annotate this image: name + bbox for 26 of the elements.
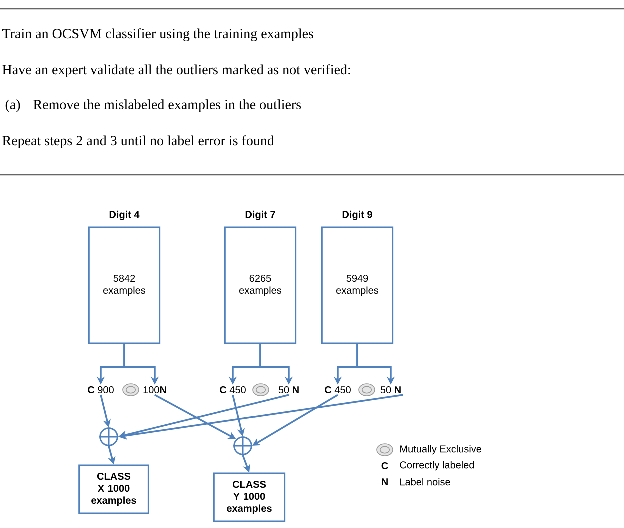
count-label: 100N: [144, 386, 166, 394]
sum-symbol: [232, 436, 254, 456]
count-label: C 450: [325, 386, 351, 394]
step-text: (a): [6, 100, 20, 112]
digit-box: Digit 9 5949 examples: [321, 210, 394, 344]
class-box: CLASS Y 1000 examples: [213, 472, 286, 522]
legend-letter: N: [382, 478, 388, 486]
legend-text: Mutually Exclusive: [400, 445, 482, 455]
sum-symbol: [98, 426, 120, 448]
count-label: 50 N: [278, 386, 299, 394]
step-text: Have an expert validate all the outliers marked as not verified:: [2, 64, 350, 78]
legend-text: Label noise: [400, 478, 450, 486]
node-label: Digit 9: [342, 210, 372, 220]
step-text: Repeat steps 2 and 3 until no label error is found: [2, 136, 274, 148]
legend-text: Correctly labeled: [400, 461, 474, 471]
legend-letter: C: [382, 462, 388, 470]
step-text: Train an OCSVM classifier using the training examples: [2, 28, 314, 42]
count-label: 50 N: [380, 386, 401, 394]
class-box: CLASS X 1000 examples: [78, 464, 150, 514]
count-label: C 900: [88, 386, 114, 394]
digit-box: Digit 7 6265 examples: [224, 210, 297, 344]
node-label: Digit 4: [110, 210, 140, 220]
step-text: Remove the mislabeled examples in the outliers: [34, 100, 302, 112]
count-label: C 450: [220, 386, 246, 394]
digit-box: Digit 4 5842 examples: [88, 210, 161, 344]
node-label: Digit 7: [246, 210, 276, 220]
